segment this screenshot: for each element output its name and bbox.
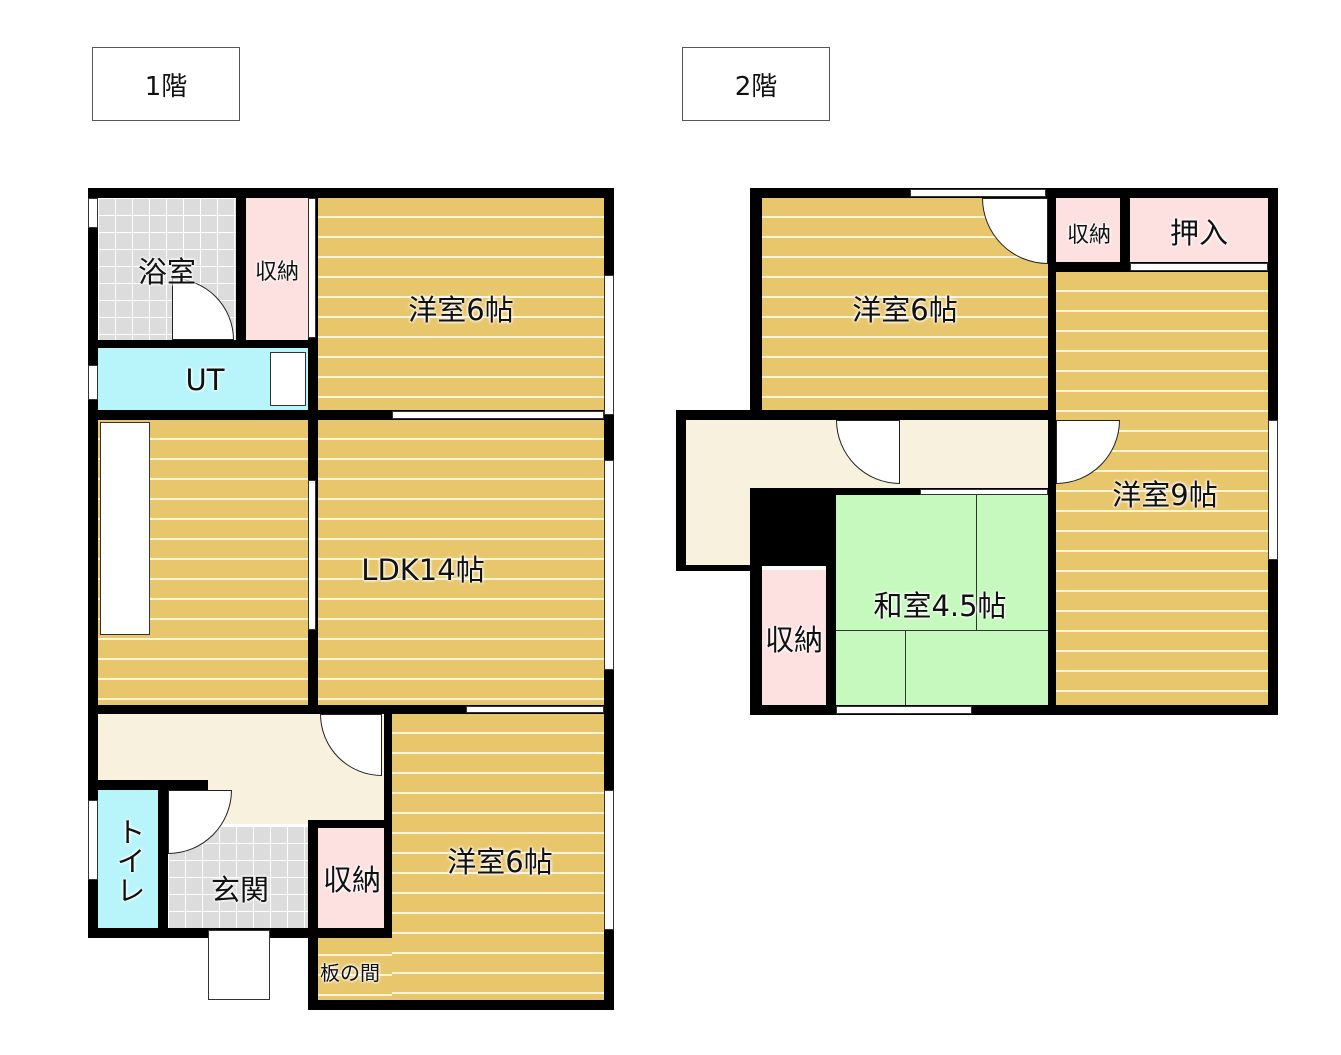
wall (308, 1000, 614, 1010)
wash-basin (270, 352, 306, 406)
bathroom (98, 198, 236, 340)
bathroom-label: 浴室 (137, 255, 196, 289)
window (604, 460, 614, 670)
closet-label: 押入 (1169, 216, 1228, 250)
wall (98, 340, 310, 348)
toilet (98, 790, 158, 928)
wall (308, 820, 318, 1010)
wall-block (752, 488, 832, 566)
wall (158, 790, 168, 938)
wood-floor (318, 936, 392, 1000)
sliding-door (920, 489, 1048, 495)
wall (88, 410, 614, 420)
tatami-line (905, 630, 906, 705)
entry-door (208, 930, 270, 1000)
wall (308, 198, 318, 713)
floor-2-label: 2階 (682, 47, 830, 121)
western-room-label: 洋室6帖 (447, 845, 553, 879)
japanese-room (836, 495, 1048, 705)
wall (750, 705, 1278, 715)
wall (676, 410, 686, 570)
entrance-label: 玄関 (210, 873, 269, 907)
tatami-line (976, 495, 977, 630)
western-room-label: 洋室9帖 (1112, 478, 1218, 512)
wall (88, 780, 208, 790)
storage (318, 828, 384, 928)
storage-label: 収納 (764, 623, 823, 657)
ldk-label: LDK14帖 (361, 553, 485, 587)
storage (762, 570, 826, 705)
wood-floor-label: 板の間 (320, 960, 380, 985)
utility-label: UT (185, 363, 225, 397)
japanese-room-label: 和室4.5帖 (873, 589, 1007, 623)
wall (1120, 198, 1130, 272)
wall (236, 198, 246, 348)
wall (750, 488, 762, 715)
wall (1048, 198, 1056, 705)
window (910, 189, 1046, 197)
ldk (318, 420, 604, 705)
wall (826, 488, 836, 715)
window (392, 411, 604, 419)
window (604, 275, 614, 415)
western-room (1056, 272, 1268, 705)
wall (88, 188, 614, 198)
western-room (392, 714, 604, 1000)
sliding-door (308, 198, 316, 338)
sliding-door (308, 480, 316, 630)
floor-1-label: 1階 (92, 47, 240, 121)
wall (88, 705, 614, 714)
storage (246, 198, 308, 340)
wall (88, 188, 98, 938)
window (466, 706, 604, 713)
window (1130, 263, 1268, 271)
storage-label: 収納 (254, 260, 299, 285)
window (604, 790, 614, 930)
wall (676, 565, 762, 571)
window (88, 198, 98, 228)
window (88, 800, 98, 880)
storage-label: 収納 (322, 863, 381, 897)
wall (750, 188, 762, 412)
closet (1130, 198, 1268, 262)
stairs (686, 420, 750, 565)
western-room (318, 198, 604, 410)
toilet-label: トイレ (112, 816, 146, 904)
storage-label: 収納 (1066, 223, 1111, 248)
kitchen-counter (100, 422, 150, 635)
window (1268, 420, 1278, 560)
window (836, 706, 972, 714)
western-room-label: 洋室6帖 (852, 293, 958, 327)
storage (1056, 198, 1120, 264)
wall (308, 820, 392, 828)
tatami-line (836, 630, 1048, 631)
wall (680, 410, 1056, 420)
window (88, 365, 98, 400)
western-room-label: 洋室6帖 (408, 293, 514, 327)
